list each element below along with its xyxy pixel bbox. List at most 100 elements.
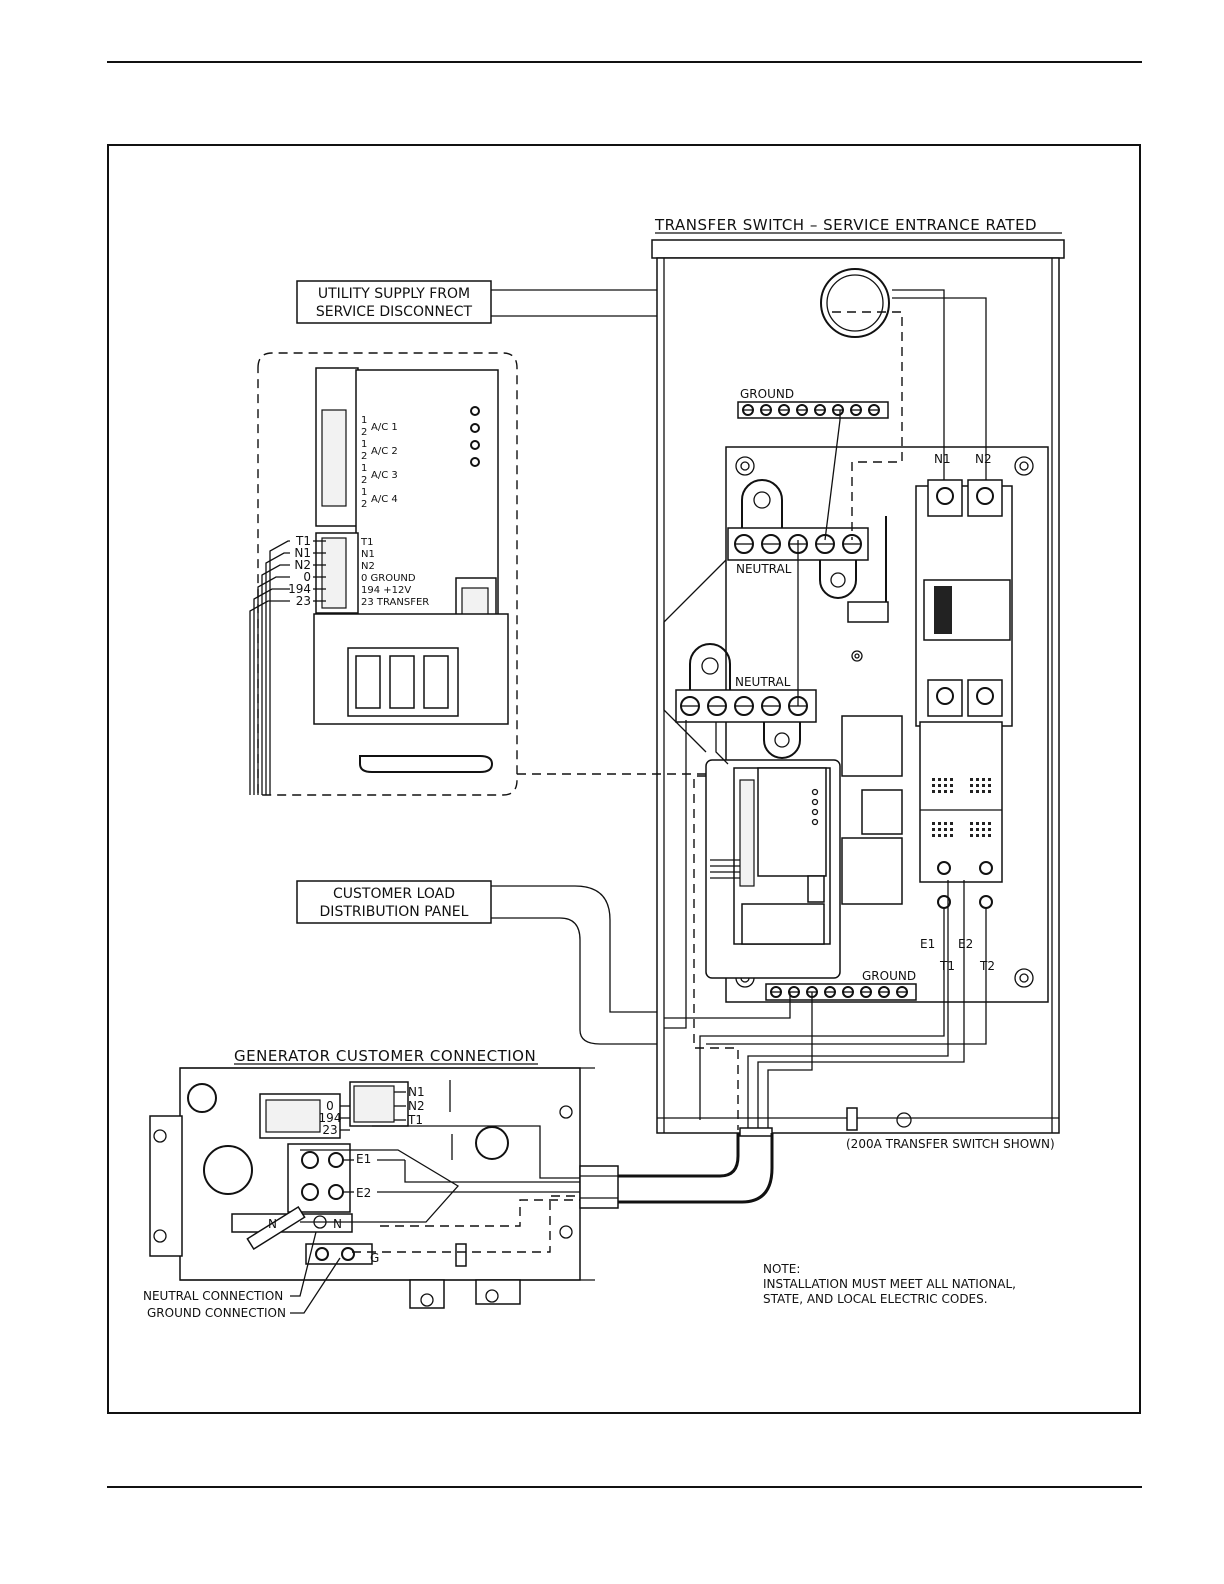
wire-tag-lead xyxy=(269,540,290,795)
gen-n-right-label: N xyxy=(333,1217,342,1231)
neutral-screw xyxy=(761,534,781,554)
gen-e1-label: E1 xyxy=(356,1152,371,1166)
ac-label: A/C 1 xyxy=(371,422,398,433)
contactor-dot xyxy=(988,778,991,781)
contactor-dot xyxy=(944,834,947,837)
ground-screw xyxy=(868,404,880,416)
n1-terminal-label: N1 xyxy=(934,452,951,466)
ac-pin-1-label: 1 xyxy=(361,487,367,498)
ground-screw xyxy=(742,404,754,416)
transfer-switch-title: TRANSFER SWITCH – SERVICE ENTRANCE RATED xyxy=(654,216,1037,234)
contactor-dot xyxy=(982,790,985,793)
contactor-dot xyxy=(976,784,979,787)
contactor-dot xyxy=(938,828,941,831)
transfer-switch-enclosure: TRANSFER SWITCH – SERVICE ENTRANCE RATED… xyxy=(651,216,1065,1151)
ac-pin-2-label: 2 xyxy=(361,475,367,486)
gen-g-label: G xyxy=(370,1251,379,1265)
utility-callout-line2: SERVICE DISCONNECT xyxy=(316,304,473,320)
load-callout-line2: DISTRIBUTION PANEL xyxy=(320,904,469,920)
wire-tag-label: N1 xyxy=(294,546,311,560)
contactor-dot xyxy=(944,822,947,825)
contactor-dot xyxy=(988,828,991,831)
installation-note: NOTE: INSTALLATION MUST MEET ALL NATIONA… xyxy=(763,1262,1016,1306)
generator-title: GENERATOR CUSTOMER CONNECTION xyxy=(234,1047,536,1065)
ac-label: A/C 4 xyxy=(371,494,398,505)
e2-terminal-label: E2 xyxy=(958,937,973,951)
contactor-dot xyxy=(932,790,935,793)
contactor-dot xyxy=(970,828,973,831)
contactor-dot xyxy=(950,790,953,793)
neutral-screw xyxy=(734,696,754,716)
controller-terminal-label: N1 xyxy=(361,549,375,560)
contactor-dot xyxy=(988,834,991,837)
gen-n-left-label: N xyxy=(268,1217,277,1231)
contactor-dot xyxy=(982,834,985,837)
customer-load-callout: CUSTOMER LOAD DISTRIBUTION PANEL xyxy=(296,880,657,1045)
contactor-dot xyxy=(982,828,985,831)
gen-left-term-label: 194 xyxy=(319,1111,342,1125)
ac-pin-1-label: 1 xyxy=(361,415,367,426)
ac-pin-1-label: 1 xyxy=(361,463,367,474)
controller-terminal-label: 0 GROUND xyxy=(361,573,416,584)
controller-terminal-label: 23 TRANSFER xyxy=(361,597,429,608)
contactor-dot xyxy=(982,778,985,781)
wire-tag-label: 23 xyxy=(296,594,311,608)
utility-supply-callout: UTILITY SUPPLY FROM SERVICE DISCONNECT xyxy=(296,280,657,324)
contactor-dot xyxy=(938,822,941,825)
contactor-dot xyxy=(938,834,941,837)
contactor-dot xyxy=(976,778,979,781)
contactor-dot xyxy=(950,784,953,787)
contactor-dot xyxy=(988,784,991,787)
neutral-screw xyxy=(680,696,700,716)
t1-terminal-label: T1 xyxy=(939,959,955,973)
ac-label: A/C 3 xyxy=(371,470,398,481)
contactor-dot xyxy=(970,834,973,837)
utility-callout-line1: UTILITY SUPPLY FROM xyxy=(318,286,470,302)
ground-connection-label: GROUND CONNECTION xyxy=(147,1306,286,1320)
contactor-dot xyxy=(976,790,979,793)
contactor-dot xyxy=(944,784,947,787)
ground-screw xyxy=(842,986,854,998)
n2-terminal-label: N2 xyxy=(975,452,992,466)
contactor-dot xyxy=(938,790,941,793)
contactor-dot xyxy=(988,790,991,793)
neutral-screw xyxy=(734,534,754,554)
gen-left-term-label: 23 xyxy=(322,1123,337,1137)
contactor-dot xyxy=(932,784,935,787)
contactor-dot xyxy=(950,828,953,831)
neutral-screw xyxy=(842,534,862,554)
contactor-dot xyxy=(938,784,941,787)
ground-screw xyxy=(850,404,862,416)
ground-screw xyxy=(788,986,800,998)
controller-terminal-label: T1 xyxy=(360,537,373,548)
transfer-switch-shown-note: (200A TRANSFER SWITCH SHOWN) xyxy=(846,1137,1055,1151)
figure-frame xyxy=(107,144,1141,1414)
ground-screw xyxy=(860,986,872,998)
note-line1: INSTALLATION MUST MEET ALL NATIONAL, xyxy=(763,1277,1016,1291)
ac-pin-2-label: 2 xyxy=(361,451,367,462)
ground-screw xyxy=(896,986,908,998)
gen-right-term-label: N1 xyxy=(408,1085,425,1099)
contactor-dot xyxy=(976,822,979,825)
controller-terminal-label: 194 +12V xyxy=(361,585,411,596)
contactor-dot xyxy=(932,828,935,831)
contactor-dot xyxy=(976,828,979,831)
neutral-screw xyxy=(707,696,727,716)
wire-tag-lead xyxy=(261,564,290,795)
contactor-dot xyxy=(944,790,947,793)
wire-tag-lead xyxy=(253,588,290,795)
wire-tag-lead xyxy=(249,600,290,795)
contactor-dot xyxy=(932,834,935,837)
contactor-dot xyxy=(950,834,953,837)
ground-screw xyxy=(832,404,844,416)
contactor-dot xyxy=(950,778,953,781)
note-line2: STATE, AND LOCAL ELECTRIC CODES. xyxy=(763,1292,988,1306)
contactor-dot xyxy=(944,778,947,781)
ac-label: A/C 2 xyxy=(371,446,398,457)
contactor-dot xyxy=(932,778,935,781)
ground-screw xyxy=(824,986,836,998)
controller-terminal-label: N2 xyxy=(361,561,375,572)
